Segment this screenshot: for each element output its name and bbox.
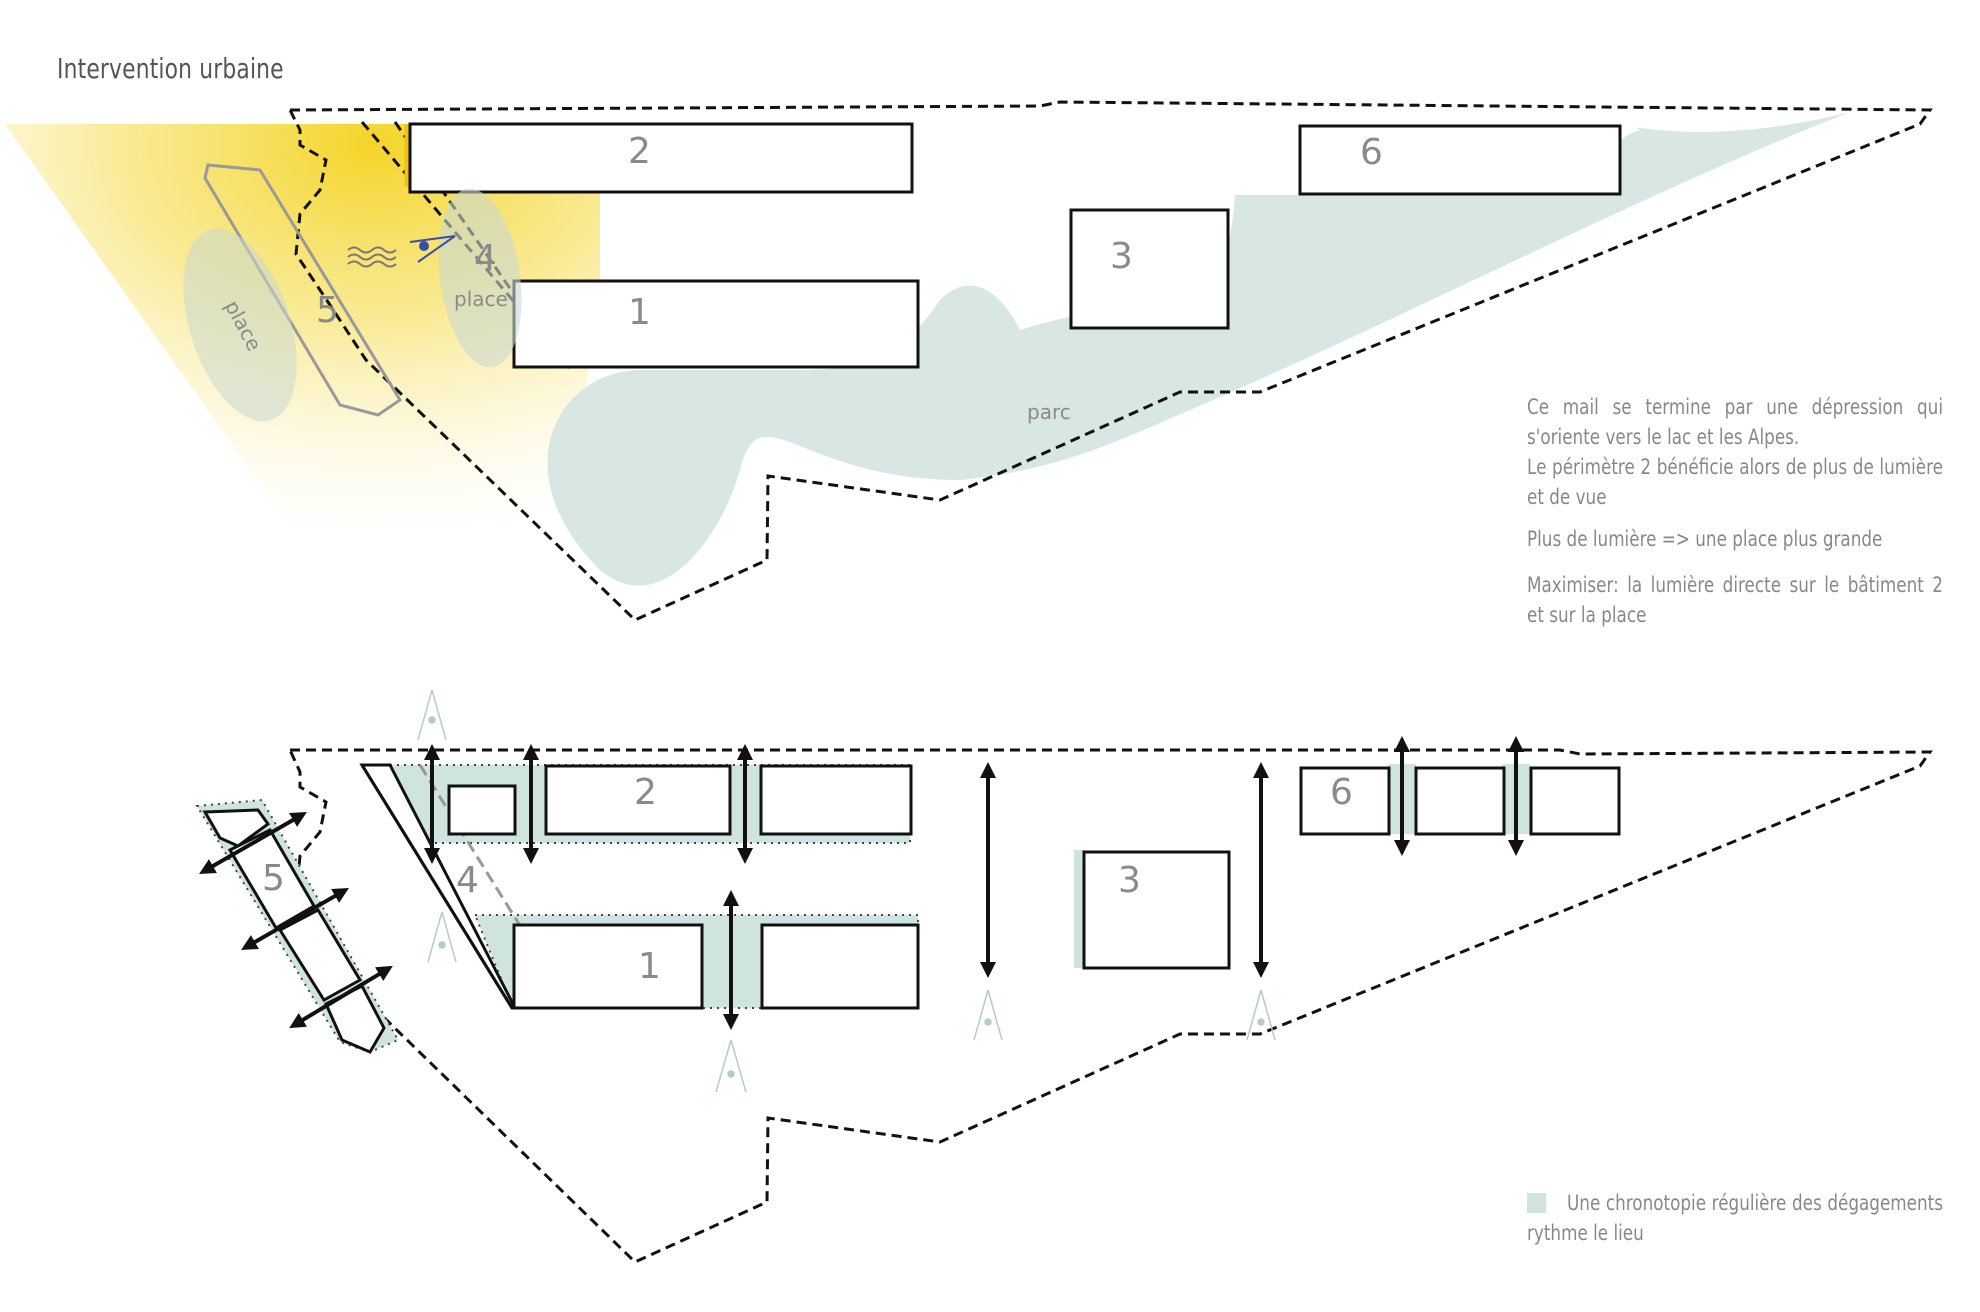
note-line-2: Le périmètre 2 bénéficie alors de plus d… (1527, 455, 1943, 509)
parc-label: parc (1027, 400, 1071, 424)
top-plan: 2 6 3 1 5 place 4 place parc (5, 100, 1933, 622)
building-3-label: 3 (1110, 236, 1133, 277)
place-ellipse-right (438, 188, 522, 368)
building-6-bottom (1299, 766, 1391, 836)
building-2-small-bottom (447, 784, 517, 836)
view-cone-icons (417, 689, 1276, 1093)
legend: Une chronotopie régulière des dégagement… (1527, 1188, 1943, 1248)
building-6b-bottom (1414, 766, 1506, 836)
note-paragraph-1: Ce mail se termine par une dépression qu… (1527, 392, 1943, 512)
building-1-bottom-label: 1 (638, 946, 661, 987)
bottom-plan: 4 2 1 3 6 5 (195, 689, 1933, 1264)
site-boundary-top (287, 100, 1933, 622)
park-zone (547, 112, 1851, 586)
building-4-bottom-label: 4 (456, 860, 479, 901)
note-line-4: Maximiser: la lumière directe sur le bât… (1527, 573, 1943, 627)
building-6-label: 6 (1360, 132, 1383, 173)
building-1-bottom (512, 923, 704, 1010)
note-line-1: Ce mail se termine par une dépression qu… (1527, 395, 1943, 449)
note-paragraph-3: Maximiser: la lumière directe sur le bât… (1527, 570, 1943, 630)
building-5-label: 5 (316, 290, 339, 331)
page-title: Intervention urbaine (57, 52, 284, 85)
building-6c-bottom (1529, 766, 1621, 836)
building-4-label: 4 (474, 238, 497, 279)
eye-view-icon (409, 235, 456, 263)
building-5-top (203, 163, 403, 417)
building-3-top (1069, 208, 1230, 330)
building-1b-bottom (760, 923, 920, 1010)
building-5-bottom-label: 5 (262, 858, 285, 899)
building-3-bottom (1082, 850, 1231, 970)
note-paragraph-2: Plus de lumière => une place plus grande (1527, 524, 1943, 554)
building-1-top (512, 279, 920, 369)
place-label-right: place (454, 287, 508, 311)
building-2b-bottom (759, 764, 913, 836)
building-6-top (1298, 124, 1622, 196)
building-2-label: 2 (628, 131, 651, 172)
place-ellipse-left (183, 228, 297, 422)
building-2-top (408, 122, 914, 194)
building-2-bottom (544, 764, 732, 836)
building-1-label: 1 (628, 292, 651, 333)
water-waves-icon (347, 246, 397, 268)
building-6-bottom-label: 6 (1330, 772, 1353, 813)
building-2-bottom-label: 2 (634, 772, 657, 813)
passage-arrows (199, 736, 1524, 1030)
note-line-3: Plus de lumière => une place plus grande (1527, 527, 1883, 551)
legend-swatch (1527, 1193, 1547, 1213)
site-boundary-bottom (287, 748, 1933, 1264)
legend-text: Une chronotopie régulière des dégagement… (1527, 1191, 1943, 1245)
building-3-bottom-label: 3 (1118, 860, 1141, 901)
